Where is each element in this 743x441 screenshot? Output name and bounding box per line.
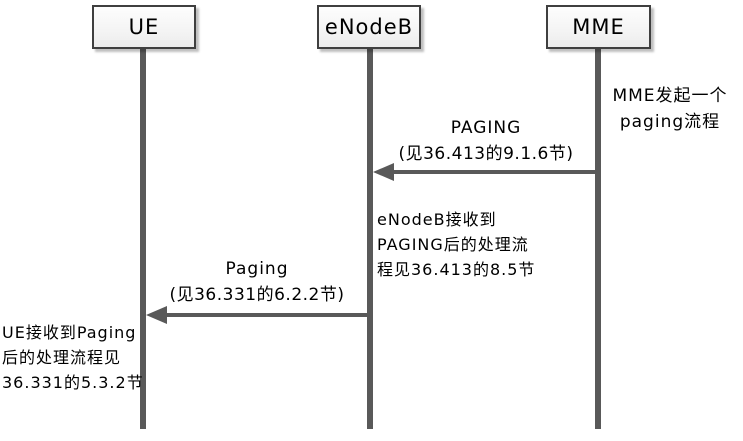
lifeline-enodeb — [367, 48, 373, 429]
actor-box-ue: UE — [92, 5, 196, 49]
lifeline-mme — [595, 48, 601, 429]
actor-box-mme: MME — [546, 5, 651, 49]
actor-label-ue: UE — [128, 15, 160, 39]
message-detail-paging-s1ap: (见36.413的9.1.6节) — [398, 144, 574, 164]
message-line-paging-rrc — [153, 313, 373, 317]
message-label-paging-rrc: Paging (见36.331的6.2.2节) — [148, 256, 366, 308]
arrowhead-left-icon — [373, 163, 394, 181]
actor-label-enodeb: eNodeB — [324, 15, 414, 39]
note-mme-initiates-paging: MME发起一个 paging流程 — [612, 86, 728, 132]
message-detail-paging-rrc: (见36.331的6.2.2节) — [169, 285, 345, 305]
note-ue-processing: UE接收到Paging 后的处理流程见 36.331的5.3.2节 — [2, 323, 144, 392]
message-line-paging-s1ap — [380, 170, 598, 174]
message-name-paging-rrc: Paging — [225, 259, 289, 279]
arrowhead-left-icon — [146, 306, 167, 324]
actor-label-mme: MME — [572, 15, 625, 39]
message-label-paging-s1ap: PAGING (见36.413的9.1.6节) — [378, 115, 594, 167]
lifeline-ue — [140, 48, 146, 429]
message-name-paging-s1ap: PAGING — [450, 118, 522, 138]
note-enodeb-processing: eNodeB接收到 PAGING后的处理流 程见36.413的8.5节 — [377, 210, 536, 279]
actor-box-enodeb: eNodeB — [317, 5, 421, 49]
